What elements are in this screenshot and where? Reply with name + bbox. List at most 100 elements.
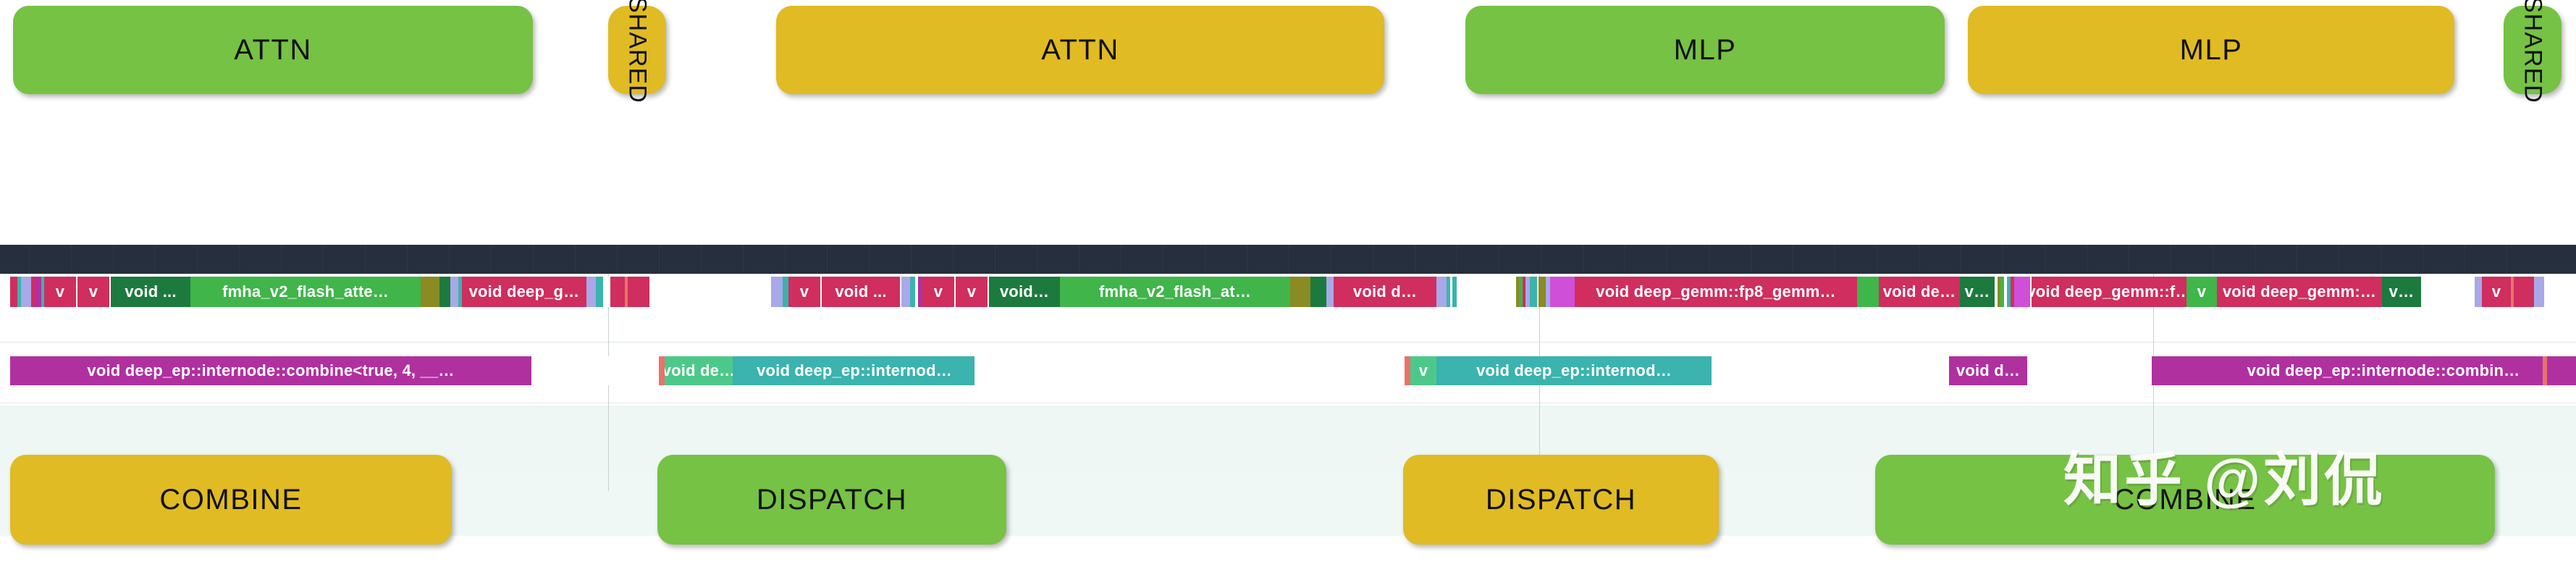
comm-phase-box-combine-3: COMBINE [1875,455,2495,545]
kernel-slice[interactable] [1519,277,1523,307]
kernel-slice[interactable] [2011,277,2014,307]
kernel-slice-label: void deep_gemm::fp8_gemm… [1596,282,1836,301]
kernel-slice[interactable]: void ... [822,277,900,307]
kernel-slice[interactable]: v [2482,277,2511,307]
comm-slice[interactable] [659,356,665,385]
kernel-slice[interactable] [1326,277,1334,307]
kernel-slice[interactable] [439,277,450,307]
kernel-slice[interactable] [1290,277,1310,307]
comm-slice[interactable] [1405,356,1410,385]
kernel-slice[interactable]: void d… [1334,277,1436,307]
kernel-slice[interactable] [1436,277,1447,307]
comm-phase-box-label: DISPATCH [1485,483,1637,516]
ruler-tick [533,245,534,274]
kernel-slice[interactable] [2534,277,2544,307]
kernel-slice[interactable] [901,277,910,307]
kernel-slice[interactable]: v [44,277,76,307]
kernel-slice[interactable]: v… [1960,277,1995,307]
kernel-slice[interactable] [783,277,788,307]
kernel-slice[interactable] [41,277,44,307]
kernel-slice[interactable] [599,277,603,307]
ruler-tick [239,245,240,274]
kernel-slice[interactable] [458,277,462,307]
kernel-slice[interactable] [771,277,783,307]
ruler-tick [491,245,492,274]
kernel-slice[interactable] [1525,277,1530,307]
kernel-slice[interactable]: void deep_g… [462,277,586,307]
kernel-slice[interactable]: v [922,277,954,307]
kernel-slice[interactable] [1550,277,1575,307]
kernel-slice[interactable] [610,277,625,307]
track-separator-mid [0,342,2576,343]
kernel-slice[interactable] [421,277,439,307]
kernel-slice[interactable]: v [2186,277,2217,307]
kernel-slice[interactable] [2014,277,2030,307]
comm-slice[interactable]: void deep_ep::internode::combin… [2152,356,2576,385]
kernel-slice[interactable]: void de… [1879,277,1960,307]
kernel-slice[interactable]: void… [989,277,1060,307]
kernel-slice[interactable] [910,277,915,307]
comm-slice[interactable]: void de… [665,356,733,385]
kernel-slice-label: v… [1964,282,1990,301]
comm-slice[interactable] [2548,356,2570,385]
kernel-slice[interactable] [1447,277,1450,307]
kernel-slice[interactable]: fmha_v2_flash_atte… [190,277,421,307]
communication-kernel-track[interactable]: void deep_ep::internode::combine<true, 4… [0,356,2576,385]
kernel-slice[interactable] [17,277,21,307]
kernel-slice-label: v [55,282,65,301]
kernel-slice[interactable]: void deep_gemm::f… [2032,277,2186,307]
kernel-slice[interactable] [1546,277,1550,307]
compute-phase-box-mlp-4: MLP [1968,6,2454,94]
kernel-slice-label: v [88,282,98,301]
timeline-ruler[interactable] [0,245,2576,274]
kernel-slice[interactable] [625,277,628,307]
kernel-slice[interactable] [2511,277,2514,307]
comm-slice[interactable] [2543,356,2547,385]
kernel-slice[interactable] [1452,277,1457,307]
kernel-slice[interactable]: v [77,277,109,307]
kernel-slice[interactable] [1533,277,1537,307]
kernel-slice[interactable] [10,277,17,307]
comm-slice[interactable]: v [1410,356,1436,385]
kernel-slice[interactable] [2475,277,2482,307]
comm-phase-box-dispatch-2: DISPATCH [1403,455,1719,545]
kernel-slice[interactable] [628,277,649,307]
kernel-slice[interactable] [1523,277,1525,307]
kernel-slice[interactable] [918,277,922,307]
kernel-slice[interactable] [1857,277,1879,307]
kernel-slice[interactable] [1998,277,2000,307]
kernel-slice[interactable] [31,277,35,307]
kernel-slice[interactable]: v [956,277,988,307]
comm-slice[interactable]: void deep_ep::internod… [734,356,975,385]
compute-phase-box-mlp-3: MLP [1465,6,1945,94]
kernel-slice[interactable] [1530,277,1533,307]
kernel-slice[interactable] [596,277,599,307]
kernel-slice[interactable]: v [788,277,820,307]
ruler-tick [281,245,282,274]
kernel-slice[interactable]: fmha_v2_flash_at… [1060,277,1290,307]
kernel-slice[interactable]: v… [2382,277,2421,307]
comm-slice[interactable]: void d… [1949,356,2027,385]
kernel-slice[interactable] [35,277,41,307]
kernel-slice-label: v [2491,282,2501,301]
kernel-slice[interactable] [586,277,596,307]
compute-phase-box-shared-1: SHARED [608,0,666,104]
comm-slice[interactable]: void deep_ep::internod… [1436,356,1712,385]
kernel-slice[interactable] [1539,277,1546,307]
comm-slice[interactable] [733,356,734,385]
kernel-slice[interactable] [2000,277,2004,307]
kernel-slice[interactable] [1310,277,1326,307]
kernel-slice[interactable] [450,277,458,307]
kernel-slice[interactable] [1516,277,1519,307]
kernel-slice[interactable]: void deep_gemm:… [2217,277,2382,307]
kernel-slice[interactable]: void ... [111,277,190,307]
kernel-slice[interactable]: void deep_gemm::fp8_gemm… [1575,277,1857,307]
compute-phase-box-label: SHARED [623,0,652,104]
comm-slice[interactable]: void deep_ep::internode::combine<true, 4… [10,356,531,385]
kernel-slice[interactable] [2007,277,2011,307]
kernel-slice[interactable] [21,277,31,307]
comm-phase-box-label: COMBINE [159,483,303,516]
kernel-slice[interactable] [2514,277,2534,307]
